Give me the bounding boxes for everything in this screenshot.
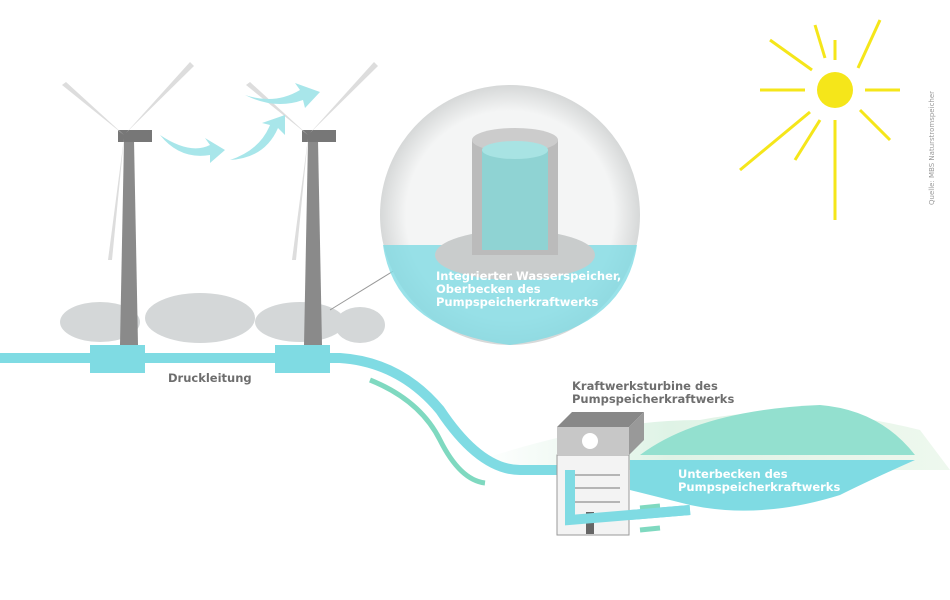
label-line: Pumpspeicherkraftwerks [436, 295, 599, 309]
turbine-label: Kraftwerksturbine des Pumpspeicherkraftw… [572, 380, 734, 406]
label-line: Pumpspeicherkraftwerks [572, 392, 735, 406]
tower-base [90, 345, 145, 373]
turbine-icon [582, 433, 598, 449]
wind-arrows-icon [160, 83, 320, 163]
upper-reservoir-label: Integrierter Wasserspeicher, Oberbecken … [436, 270, 621, 309]
wind-turbine-icon [246, 62, 378, 345]
lower-reservoir-label: Unterbecken des Pumpspeicherkraftwerks [678, 468, 840, 494]
source-credit: Quelle: MBS Naturstromspeicher [928, 90, 936, 205]
pipe-label: Druckleitung [168, 371, 252, 385]
label-line: Unterbecken des [678, 467, 788, 481]
pressure-pipe [0, 353, 691, 526]
tower-base [275, 345, 330, 373]
wind-turbine-icon [62, 62, 194, 345]
forest [60, 293, 385, 343]
hill-water [640, 405, 915, 455]
label-line: Kraftwerksturbine des [572, 379, 718, 393]
label-line: Integrierter Wasserspeicher, [436, 269, 622, 283]
lower-reservoir [630, 460, 915, 511]
sun-icon [739, 19, 900, 220]
flow-arrows-icon [369, 377, 661, 533]
label-line: Pumpspeicherkraftwerks [678, 480, 841, 494]
label-line: Oberbecken des [436, 282, 541, 296]
